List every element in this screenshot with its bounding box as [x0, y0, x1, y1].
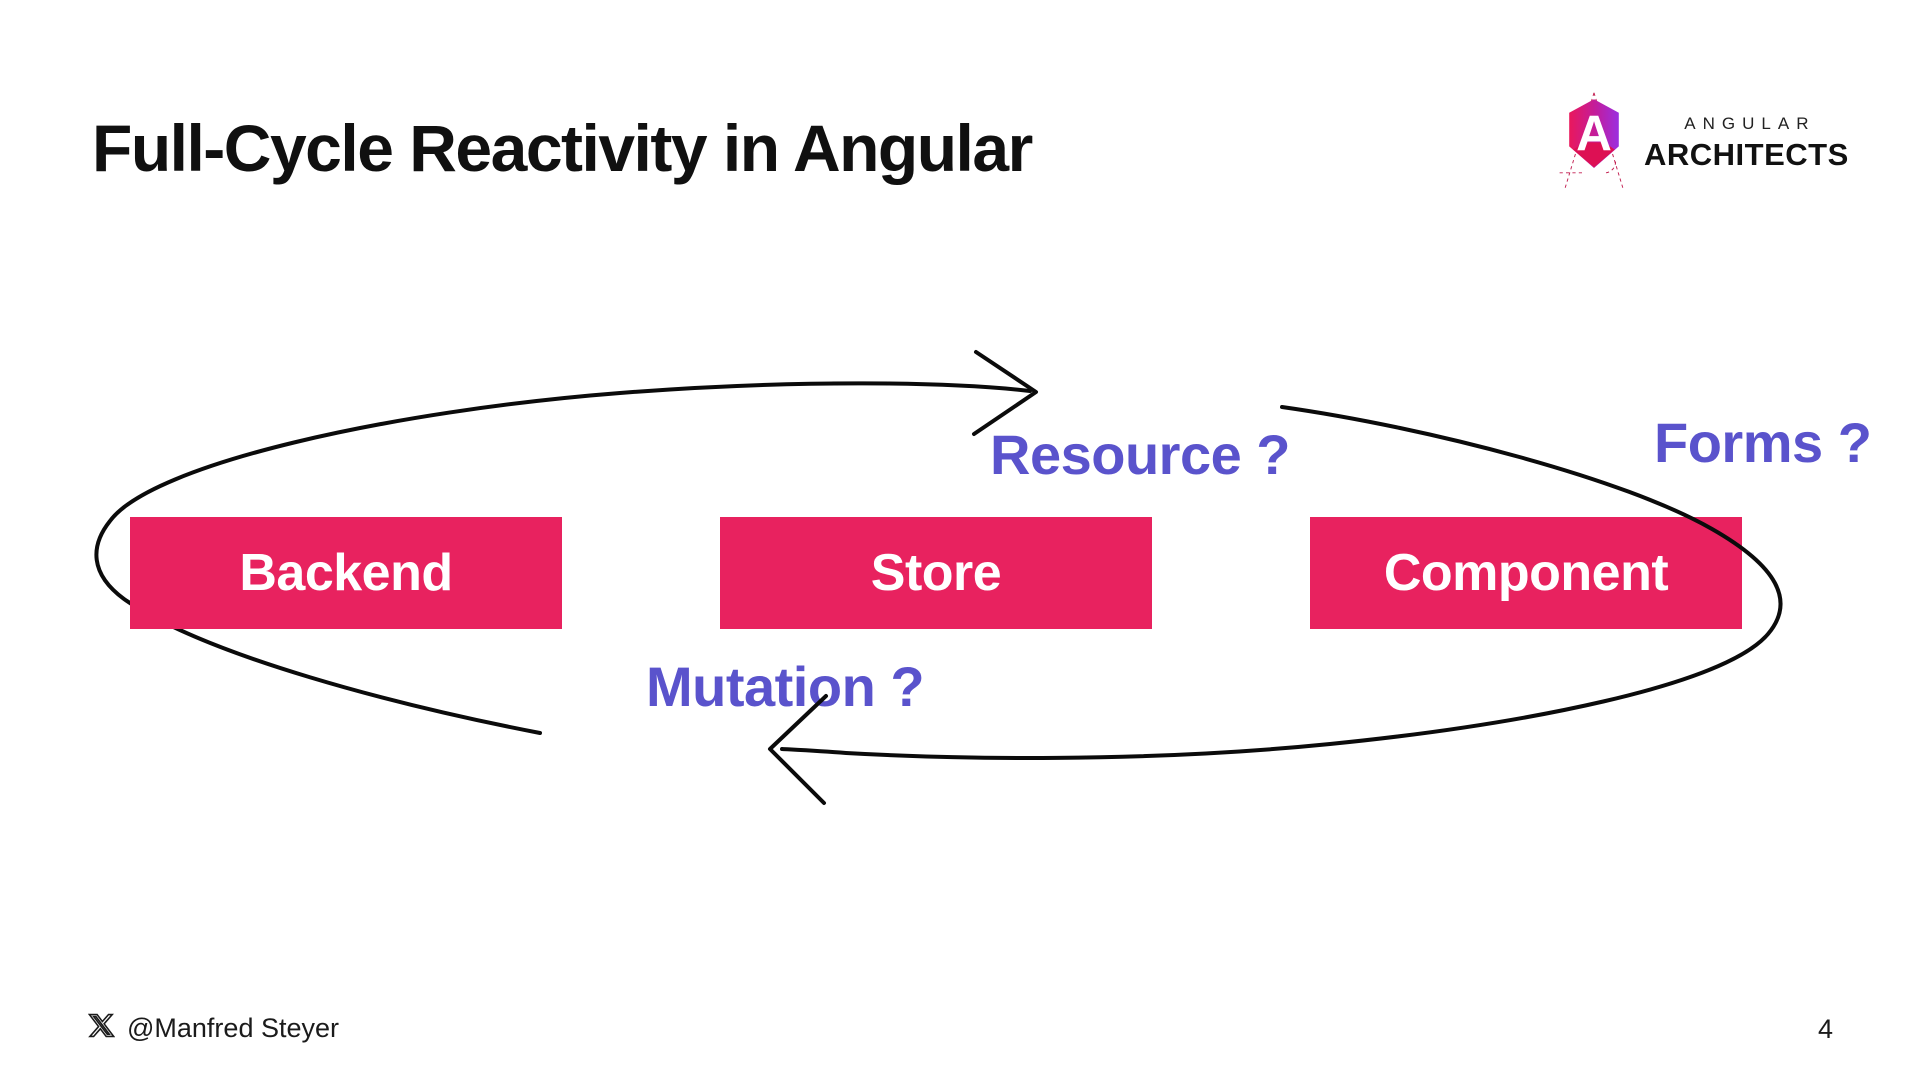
page-title: Full-Cycle Reactivity in Angular — [92, 111, 1033, 185]
box-backend-label: Backend — [239, 544, 453, 602]
annotation-mutation: Mutation ? — [646, 655, 925, 718]
angular-architects-logo-icon: A — [1558, 88, 1630, 201]
footer-handle: @Manfred Steyer — [127, 1012, 339, 1043]
logo-word-angular: ANGULAR — [1684, 114, 1816, 133]
box-backend: Backend — [130, 517, 562, 629]
svg-text:A: A — [1576, 105, 1612, 161]
x-twitter-icon — [87, 1012, 116, 1044]
annotation-resource: Resource ? — [990, 423, 1291, 486]
angular-architects-logo: A ANGULAR ARCHITECTS — [1558, 88, 1849, 201]
box-store: Store — [720, 517, 1152, 629]
page-number: 4 — [1818, 1014, 1834, 1044]
annotation-forms: Forms ? — [1654, 411, 1872, 474]
angular-architects-logo-text: ANGULAR ARCHITECTS — [1644, 114, 1849, 201]
box-component: Component — [1310, 517, 1742, 629]
footer: @Manfred Steyer — [87, 1012, 339, 1044]
box-store-label: Store — [870, 544, 1002, 602]
box-component-label: Component — [1383, 544, 1669, 602]
logo-word-architects: ARCHITECTS — [1644, 137, 1849, 172]
